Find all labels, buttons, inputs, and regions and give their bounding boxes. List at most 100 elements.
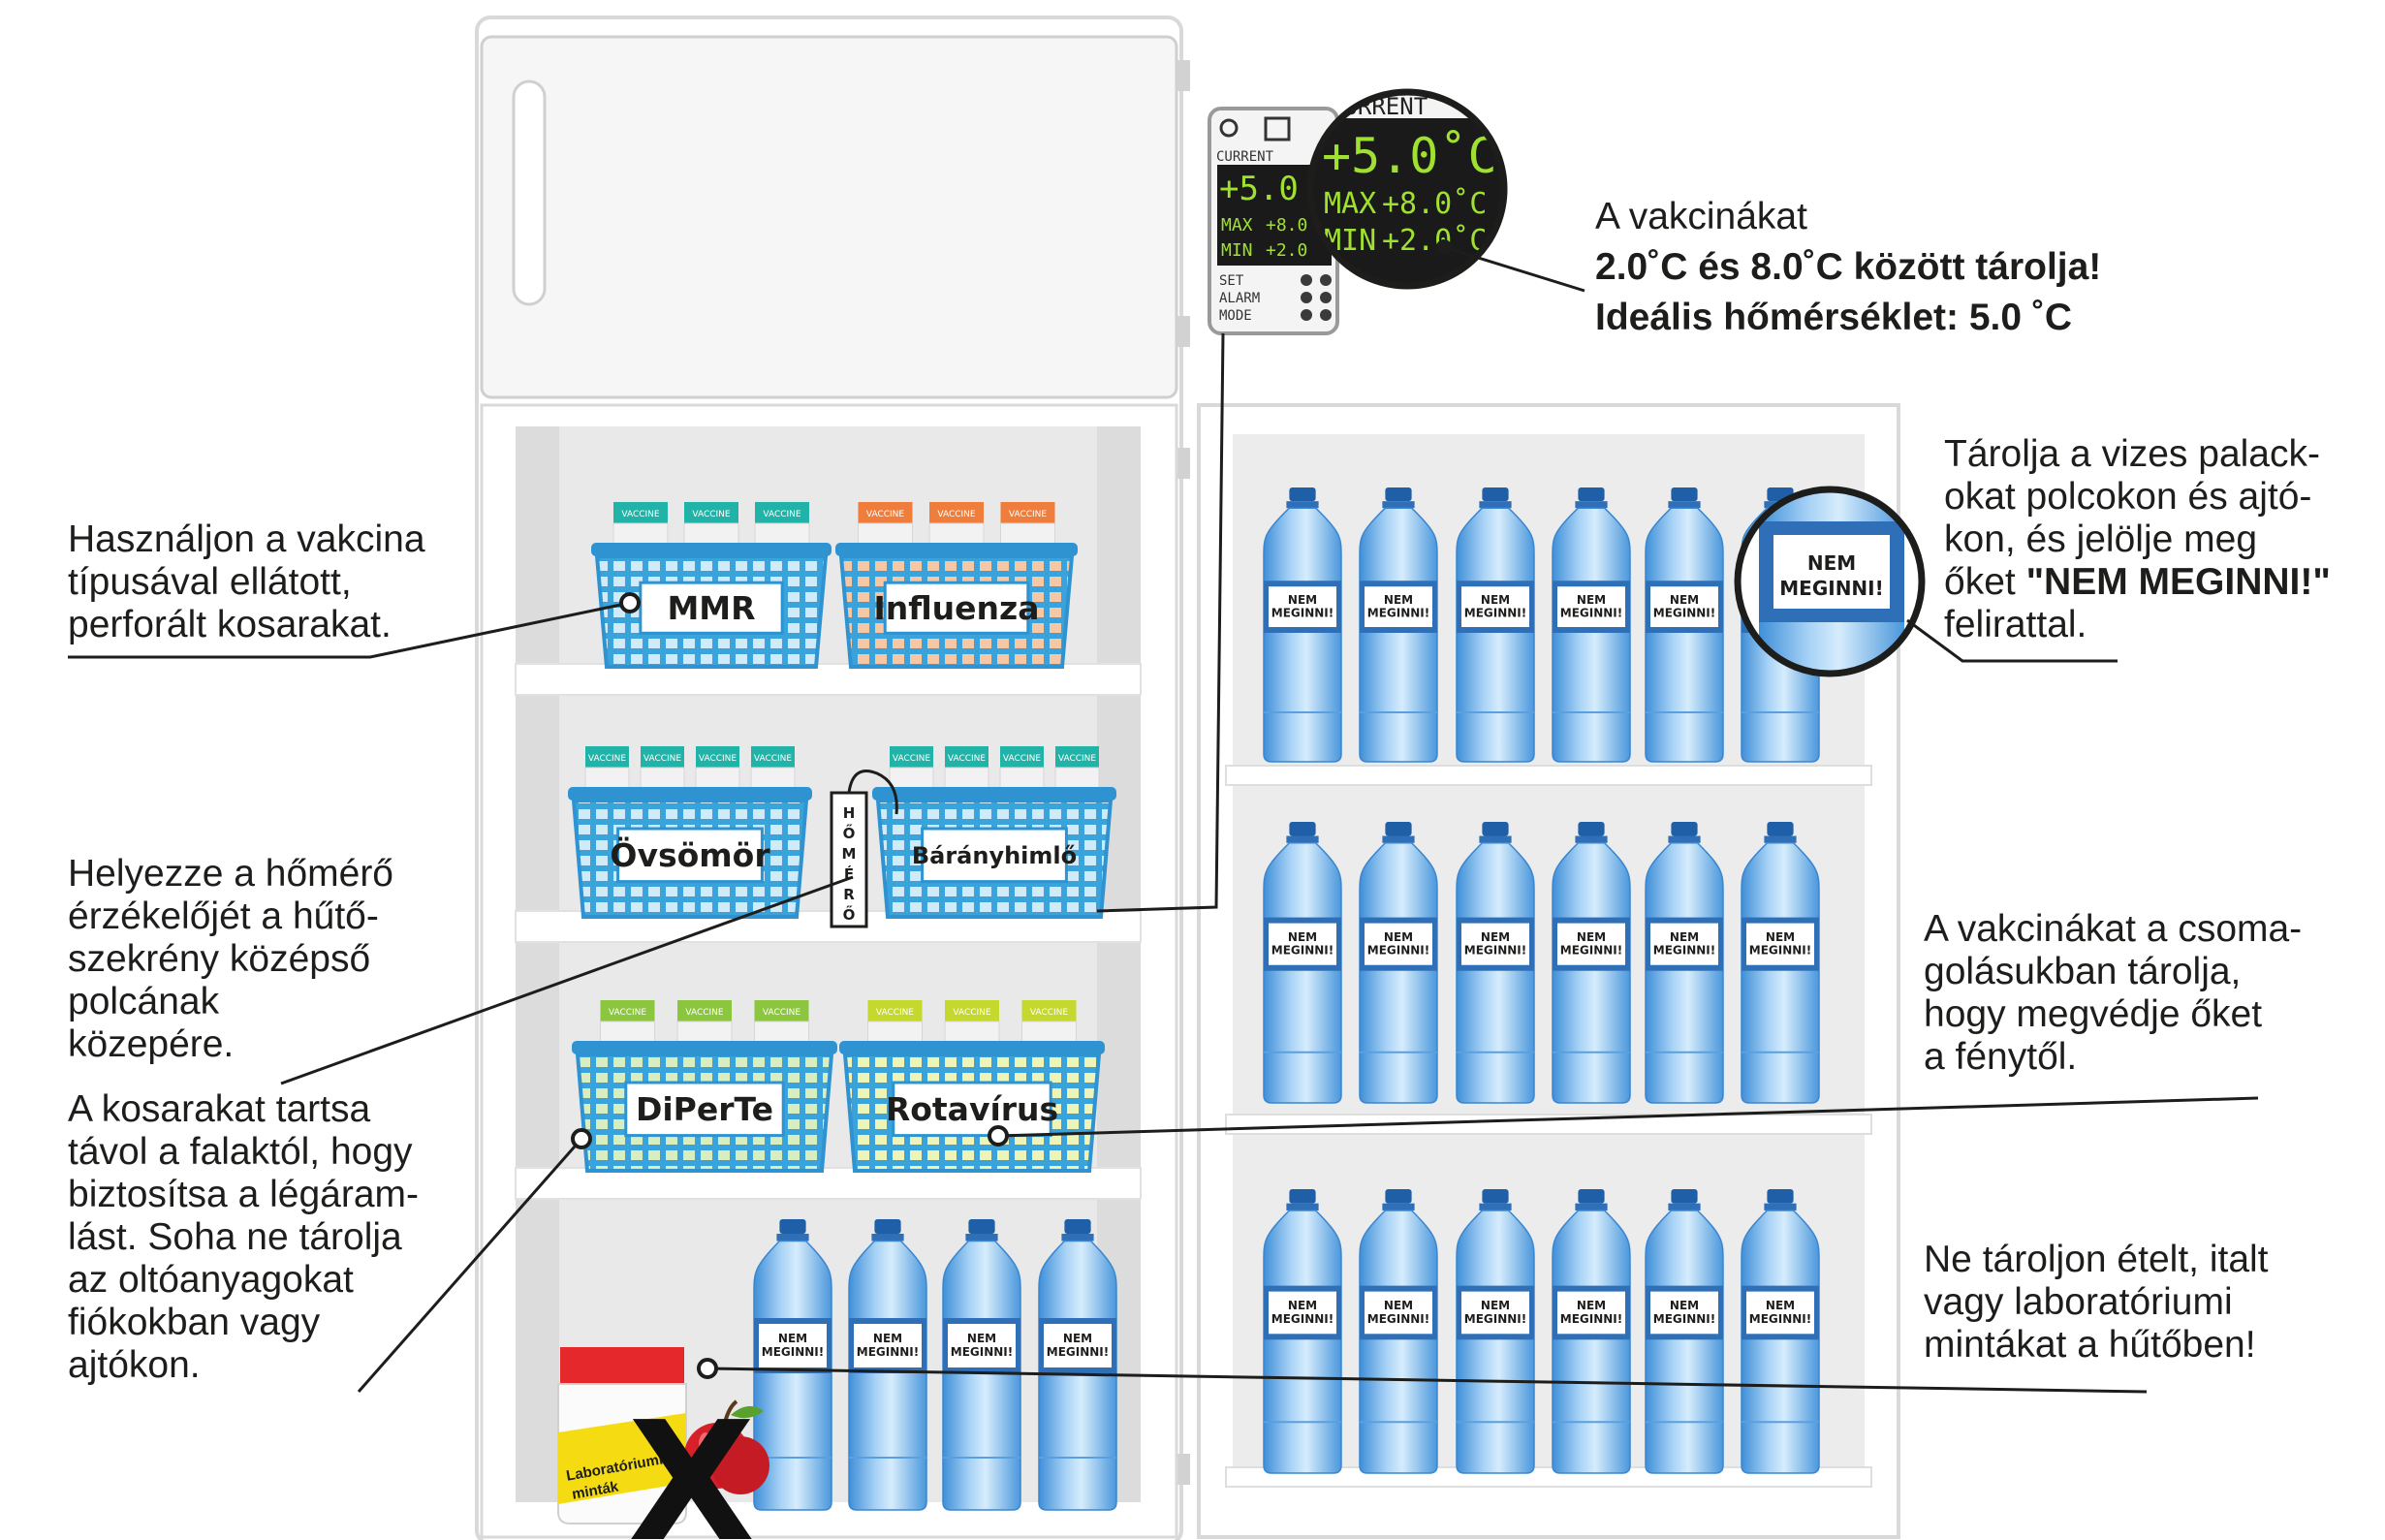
- basket-label-rotavirus: Rotavírus: [886, 1090, 1058, 1128]
- note-airflow-line1: A kosarakat tartsa: [68, 1088, 371, 1130]
- note-food-line1: Ne tároljon ételt, italt: [1924, 1239, 2269, 1280]
- vaccine-box-label: VACCINE: [621, 510, 660, 519]
- note-food: Ne tároljon ételt, italt vagy laboratóri…: [1924, 1239, 2269, 1367]
- display-plus-button[interactable]: [1301, 309, 1312, 321]
- bottle-label-line1: NEM: [1577, 930, 1606, 944]
- freezer-handle: [512, 79, 547, 306]
- bottle-label-line1: NEM: [1577, 593, 1606, 607]
- apple-icon: [684, 1399, 769, 1494]
- bottle-label-line1: NEM: [1766, 1299, 1795, 1312]
- vaccine-box-label: VACCINE: [692, 510, 731, 519]
- bottle-label-line1: NEM: [1384, 593, 1413, 607]
- bottle-label-line1: NEM: [1670, 593, 1699, 607]
- bottle-label-line2: MEGINNI!: [1749, 1312, 1811, 1326]
- note-baskets: Használjon a vakcina típusával ellátott,…: [68, 519, 425, 646]
- display-button-label: SET: [1219, 273, 1244, 289]
- note-temp-line2: 2.0˚C és 8.0˚C között tárolja!: [1595, 246, 2102, 288]
- bottle-label-line1: NEM: [778, 1332, 807, 1345]
- display-plus-button[interactable]: [1301, 274, 1312, 286]
- vaccine-box-label: VACCINE: [588, 754, 627, 764]
- shelf-bottom: [515, 1167, 1142, 1200]
- bottle-label-line1: NEM: [1670, 1299, 1699, 1312]
- bottle-label-line2: MEGINNI!: [1560, 944, 1622, 958]
- display-minus-button[interactable]: [1320, 292, 1332, 303]
- note-water-line3: kon, és jelölje meg: [1944, 519, 2258, 560]
- vaccine-box-label: VACCINE: [866, 510, 905, 519]
- vaccine-box-label: VACCINE: [1009, 510, 1048, 519]
- magnified-max-value: +8.0˚C: [1382, 187, 1487, 221]
- bottle-label-line2: MEGINNI!: [1560, 1312, 1622, 1326]
- bottle-label-line2: MEGINNI!: [1367, 1312, 1429, 1326]
- bottle-label-line1: NEM: [1063, 1332, 1092, 1345]
- note-airflow: A kosarakat tartsa távol a falaktól, hog…: [68, 1088, 419, 1387]
- magnified-current-value: +5.0˚C: [1322, 128, 1497, 184]
- basket-label-mmr: MMR: [667, 589, 755, 627]
- callout-packaging: [997, 1096, 2259, 1138]
- note-water-line4-prefix: őket: [1944, 561, 2026, 603]
- note-baskets-line2: típusával ellátott,: [68, 561, 352, 603]
- bottle-label-line1: NEM: [1481, 930, 1510, 944]
- bottle-label-line1: NEM: [1766, 930, 1795, 944]
- bottle-label-line1: NEM: [1577, 1299, 1606, 1312]
- bottle-label-line2: MEGINNI!: [1367, 607, 1429, 620]
- note-sensor-line5: közepére.: [68, 1023, 235, 1065]
- note-airflow-line3: biztosítsa a légáram-: [68, 1174, 419, 1215]
- crossout-x-icon: X: [628, 1387, 755, 1540]
- note-sensor: Helyezze a hőmérő érzékelőjét a hűtő- sz…: [68, 853, 393, 1066]
- note-baskets-line1: Használjon a vakcina: [68, 519, 425, 560]
- vaccine-box-label: VACCINE: [893, 754, 931, 764]
- note-water-line1: Tárolja a vizes palack-: [1944, 433, 2320, 475]
- vaccine-box-label: VACCINE: [937, 510, 976, 519]
- note-temp-line1: A vakcinákat: [1595, 196, 1807, 237]
- callout-food: [706, 1367, 2148, 1394]
- bottle-label-line2: MEGINNI!: [951, 1345, 1013, 1359]
- vaccine-box-label: VACCINE: [953, 1008, 991, 1018]
- note-water-bottles: Tárolja a vizes palack- okat polcokon és…: [1944, 433, 2331, 646]
- note-water-line2: okat polcokon és ajtó-: [1944, 476, 2312, 518]
- note-food-line3: mintákat a hűtőben!: [1924, 1324, 2256, 1366]
- bottle-label-line2: MEGINNI!: [1367, 944, 1429, 958]
- vaccine-box-label: VACCINE: [699, 754, 737, 764]
- bottle-label-line2: MEGINNI!: [1271, 1312, 1334, 1326]
- note-sensor-line1: Helyezze a hőmérő: [68, 853, 393, 895]
- bottle-label-line2: MEGINNI!: [1464, 607, 1526, 620]
- basket-label-baranyhimlo: Bárányhimlő: [912, 842, 1077, 869]
- magnified-bottle-label-line2: MEGINNI!: [1779, 577, 1883, 600]
- display-minus-button[interactable]: [1320, 309, 1332, 321]
- bottle-label-line1: NEM: [1481, 593, 1510, 607]
- display-min-label-small: MIN: [1221, 240, 1253, 261]
- bottle-label-line1: NEM: [873, 1332, 902, 1345]
- vaccine-box-label: VACCINE: [609, 1008, 647, 1018]
- magnified-bottle-label-line1: NEM: [1807, 551, 1856, 575]
- probe-letter: Ő: [843, 904, 856, 924]
- display-plus-button[interactable]: [1301, 292, 1312, 303]
- note-baskets-line3: perforált kosarakat.: [68, 604, 392, 645]
- callout-sensor: [280, 875, 854, 1085]
- note-temp-line3: Ideális hőmérséklet: 5.0 ˚C: [1595, 297, 2073, 338]
- probe-letter: H: [843, 804, 856, 822]
- bottle-label-line2: MEGINNI!: [762, 1345, 824, 1359]
- vaccine-box-label: VACCINE: [1003, 754, 1042, 764]
- bottle-label-line2: MEGINNI!: [1749, 944, 1811, 958]
- probe-cable: [1096, 332, 1225, 913]
- note-airflow-line4: lást. Soha ne tárolja: [68, 1216, 402, 1258]
- display-minus-button[interactable]: [1320, 274, 1332, 286]
- note-sensor-line2: érzékelőjét a hűtő-: [68, 896, 379, 937]
- bottle-label-line2: MEGINNI!: [1464, 1312, 1526, 1326]
- bottle-label-line2: MEGINNI!: [1653, 1312, 1715, 1326]
- display-max-value-small: +8.0: [1266, 215, 1307, 236]
- callout-baskets: [68, 601, 631, 659]
- note-food-line2: vagy laboratóriumi: [1924, 1281, 2233, 1323]
